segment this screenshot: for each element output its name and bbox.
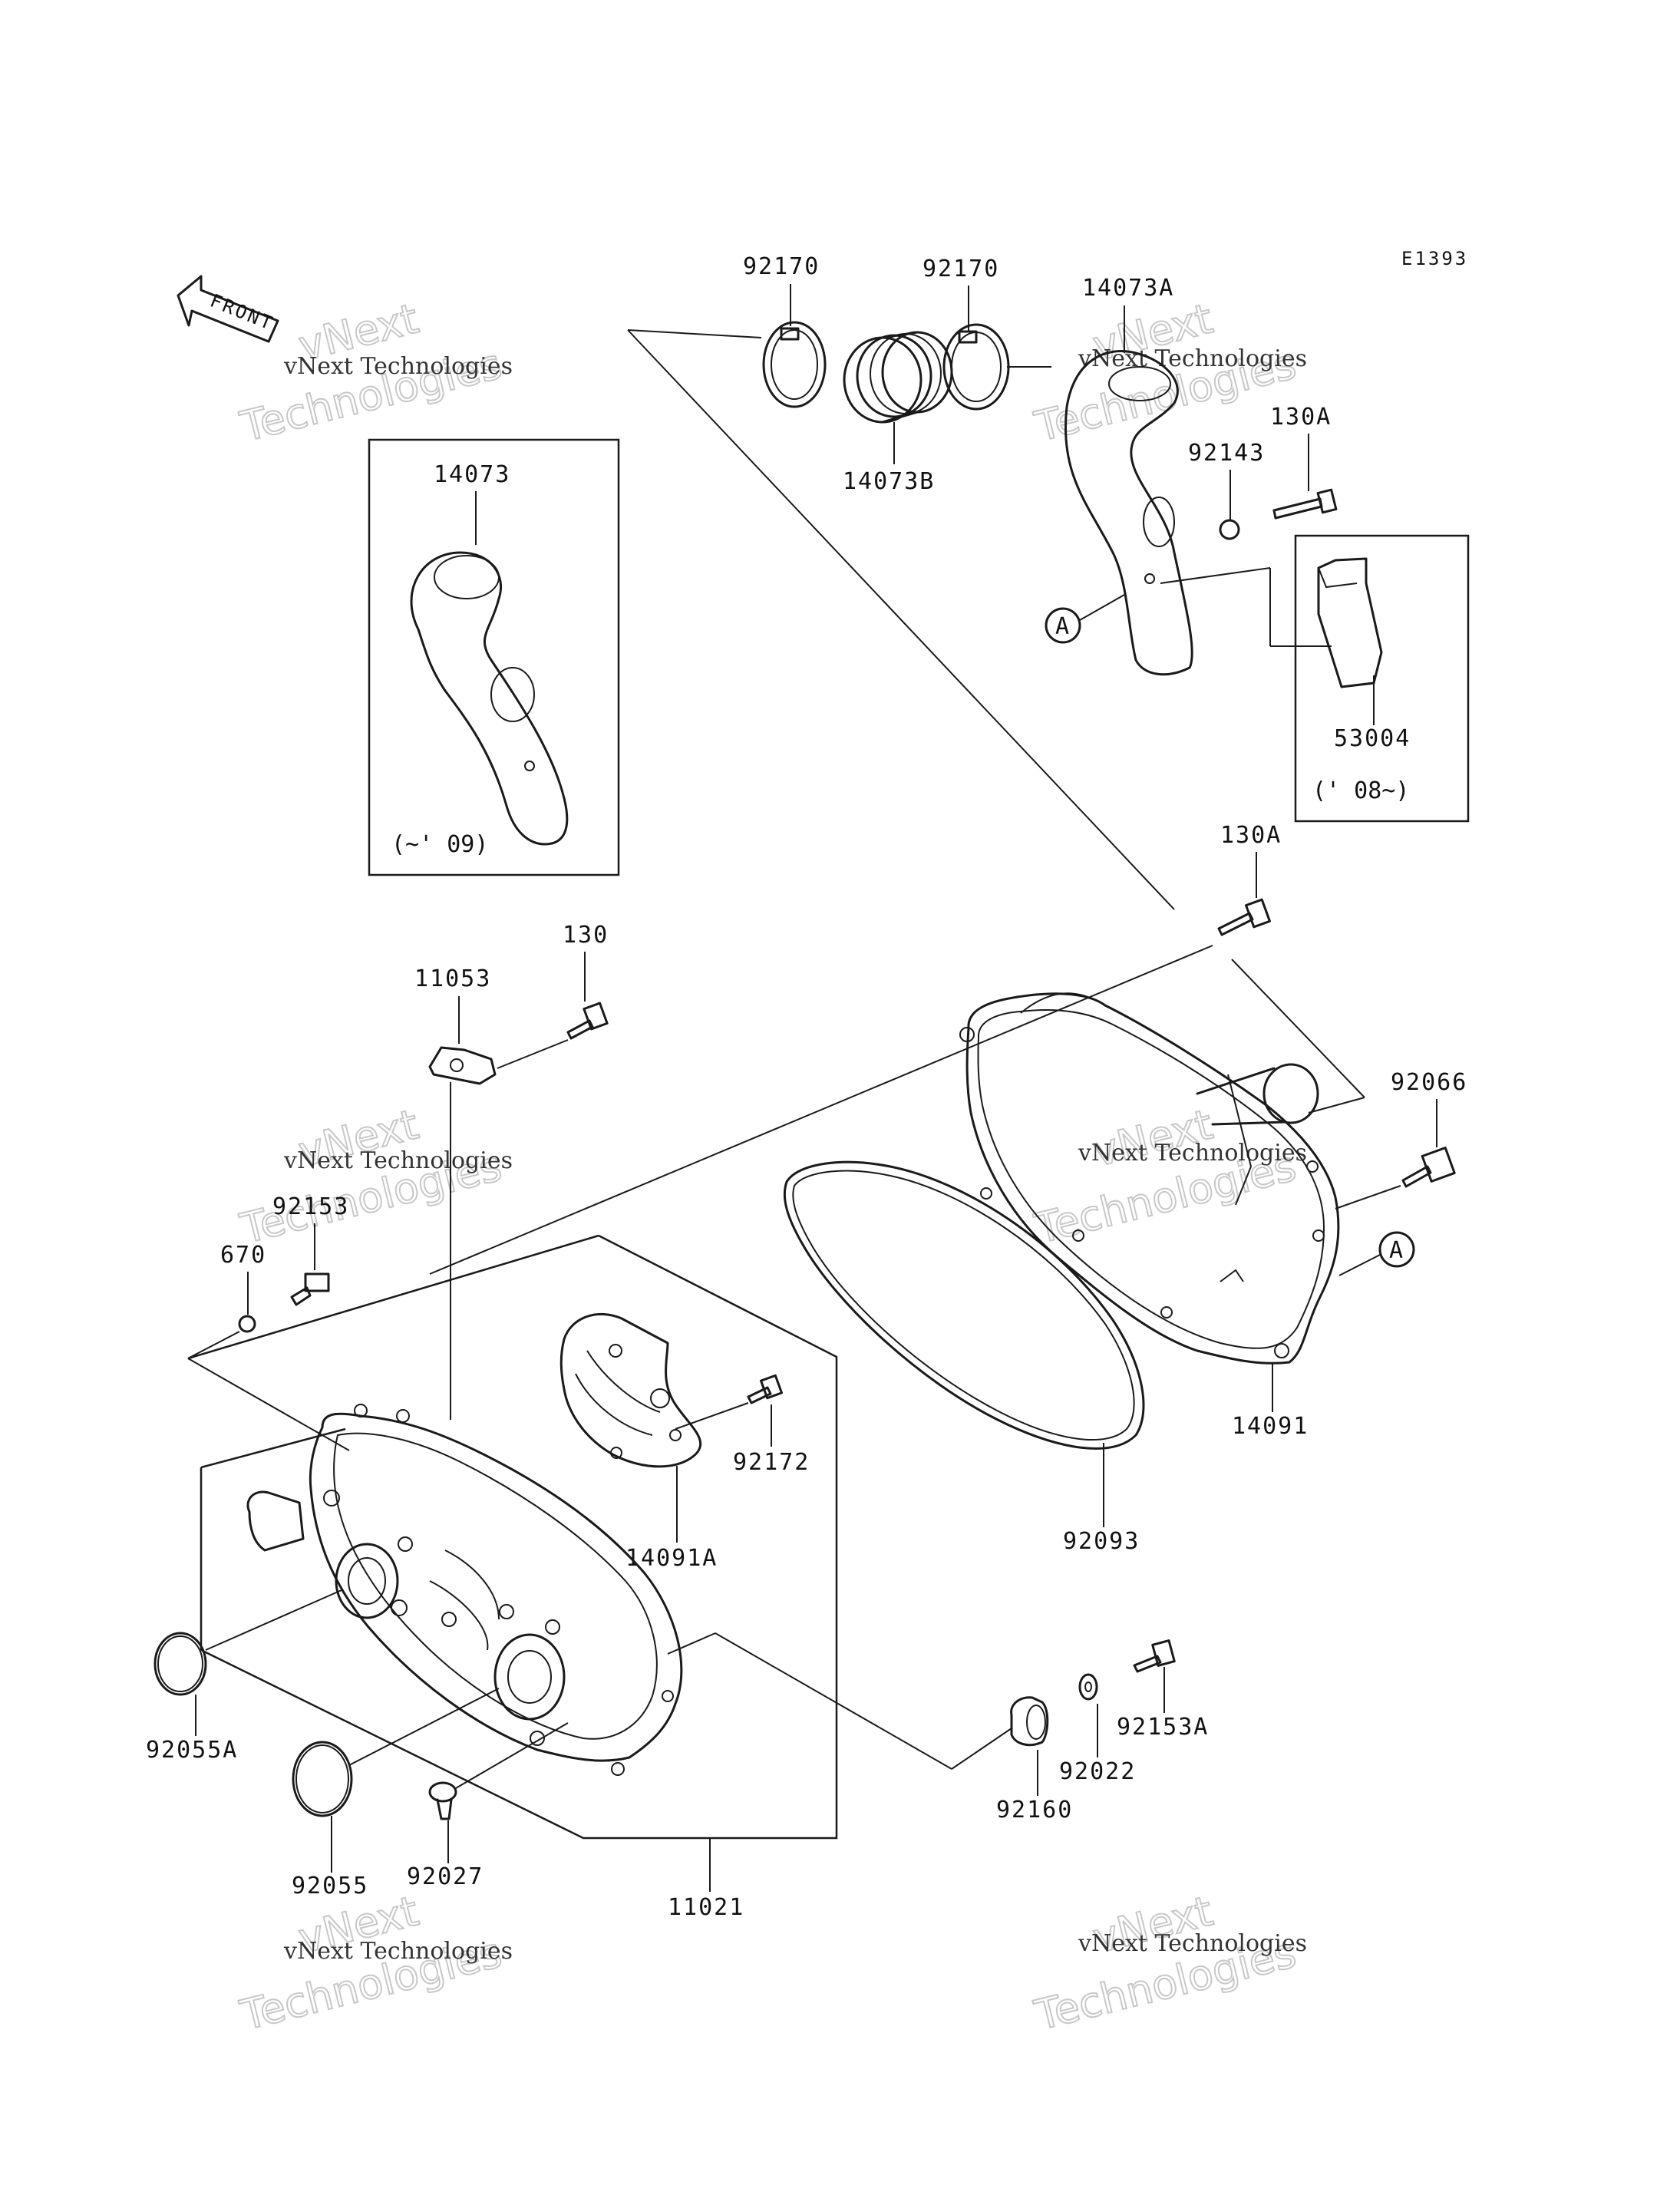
label-92172: 92172 [733, 1449, 810, 1476]
label-92027: 92027 [407, 1863, 484, 1890]
sensor-92066 [1401, 1147, 1456, 1188]
label-92153: 92153 [272, 1193, 349, 1220]
label-670: 670 [220, 1242, 266, 1269]
label-92170-right: 92170 [923, 256, 999, 282]
watermark-top-left: vNext Technologies vNext Technologies [235, 293, 513, 452]
label-14073a: 14073A [1082, 275, 1174, 302]
inset-box-14073 [368, 438, 620, 876]
svg-text:vNext Technologies: vNext Technologies [1078, 1930, 1307, 1957]
clamp-left [762, 321, 827, 408]
ref-a-cover-text: A [1389, 1237, 1403, 1264]
bolt-130a-top [1272, 488, 1338, 520]
label-92022: 92022 [1059, 1758, 1136, 1785]
bolt-92153 [290, 1272, 330, 1306]
label-14091: 14091 [1232, 1413, 1309, 1440]
watermark-mid-left: vNext Technologies vNext Technologies [235, 1099, 513, 1254]
duct-14073 [410, 551, 569, 846]
washer-92022 [1078, 1673, 1098, 1701]
oring-92055 [292, 1741, 353, 1817]
inset-right-years: (' 08~) [1312, 777, 1409, 804]
case-11021 [246, 1404, 683, 1776]
bolt-92172 [747, 1374, 784, 1404]
label-14073: 14073 [434, 461, 510, 488]
plug-92027 [428, 1781, 457, 1820]
belt-seal-92093 [783, 1160, 1145, 1450]
oring-92055a [153, 1632, 207, 1696]
bolt-130 [566, 1002, 609, 1040]
inset-box-53004 [1294, 534, 1470, 823]
duct-14073a [1064, 350, 1193, 676]
label-92170-left: 92170 [743, 253, 820, 280]
label-14073b: 14073B [843, 468, 935, 495]
label-92143: 92143 [1188, 440, 1265, 467]
svg-text:vNext Technologies: vNext Technologies [283, 1147, 513, 1174]
svg-text:vNext Technologies: vNext Technologies [283, 1938, 513, 1965]
watermark-bottom-left: vNext Technologies vNext Technologies [235, 1886, 513, 2041]
diagram-code: E1393 [1401, 248, 1468, 269]
front-label: FRONT [207, 290, 277, 335]
label-92055a: 92055A [146, 1737, 238, 1764]
label-sticker-53004 [1317, 557, 1383, 688]
ref-marker-a-cover [1378, 1231, 1415, 1268]
plate-14091a [559, 1312, 702, 1468]
svg-text:vNext Technologies: vNext Technologies [1078, 345, 1307, 372]
outer-cover-14091 [959, 992, 1340, 1365]
ref-marker-a-top [1045, 607, 1081, 644]
watermark-top-right: vNext Technologies vNext Technologies [1029, 293, 1307, 452]
washer-92143 [1219, 519, 1240, 540]
label-11021: 11021 [668, 1894, 744, 1921]
label-92153a: 92153A [1117, 1714, 1209, 1741]
svg-text:vNext Technologies: vNext Technologies [283, 353, 513, 380]
inset-left-years: (~' 09) [391, 831, 488, 858]
label-130a-cover: 130A [1220, 822, 1282, 849]
bracket-11053 [428, 1046, 497, 1085]
clamp-right [942, 323, 1010, 411]
bolt-92153a [1133, 1639, 1176, 1673]
connector-14073b [843, 331, 953, 424]
label-92066: 92066 [1391, 1069, 1467, 1096]
grommet-92160 [1010, 1696, 1049, 1747]
watermark-bottom-right: vNext Technologies vNext Technologies [1029, 1886, 1307, 2041]
label-92055: 92055 [292, 1873, 368, 1899]
svg-text:vNext Technologies: vNext Technologies [1078, 1140, 1307, 1167]
label-92160: 92160 [996, 1797, 1073, 1823]
label-130a-top: 130A [1270, 404, 1332, 431]
front-arrow-icon: FRONT [177, 275, 279, 343]
ref-a-top-text: A [1055, 613, 1069, 640]
label-11053: 11053 [414, 965, 491, 992]
label-53004: 53004 [1334, 725, 1411, 752]
bolt-130a-cover [1217, 898, 1271, 936]
label-92093: 92093 [1063, 1528, 1140, 1555]
label-130: 130 [563, 922, 609, 949]
oring-670 [238, 1315, 256, 1333]
